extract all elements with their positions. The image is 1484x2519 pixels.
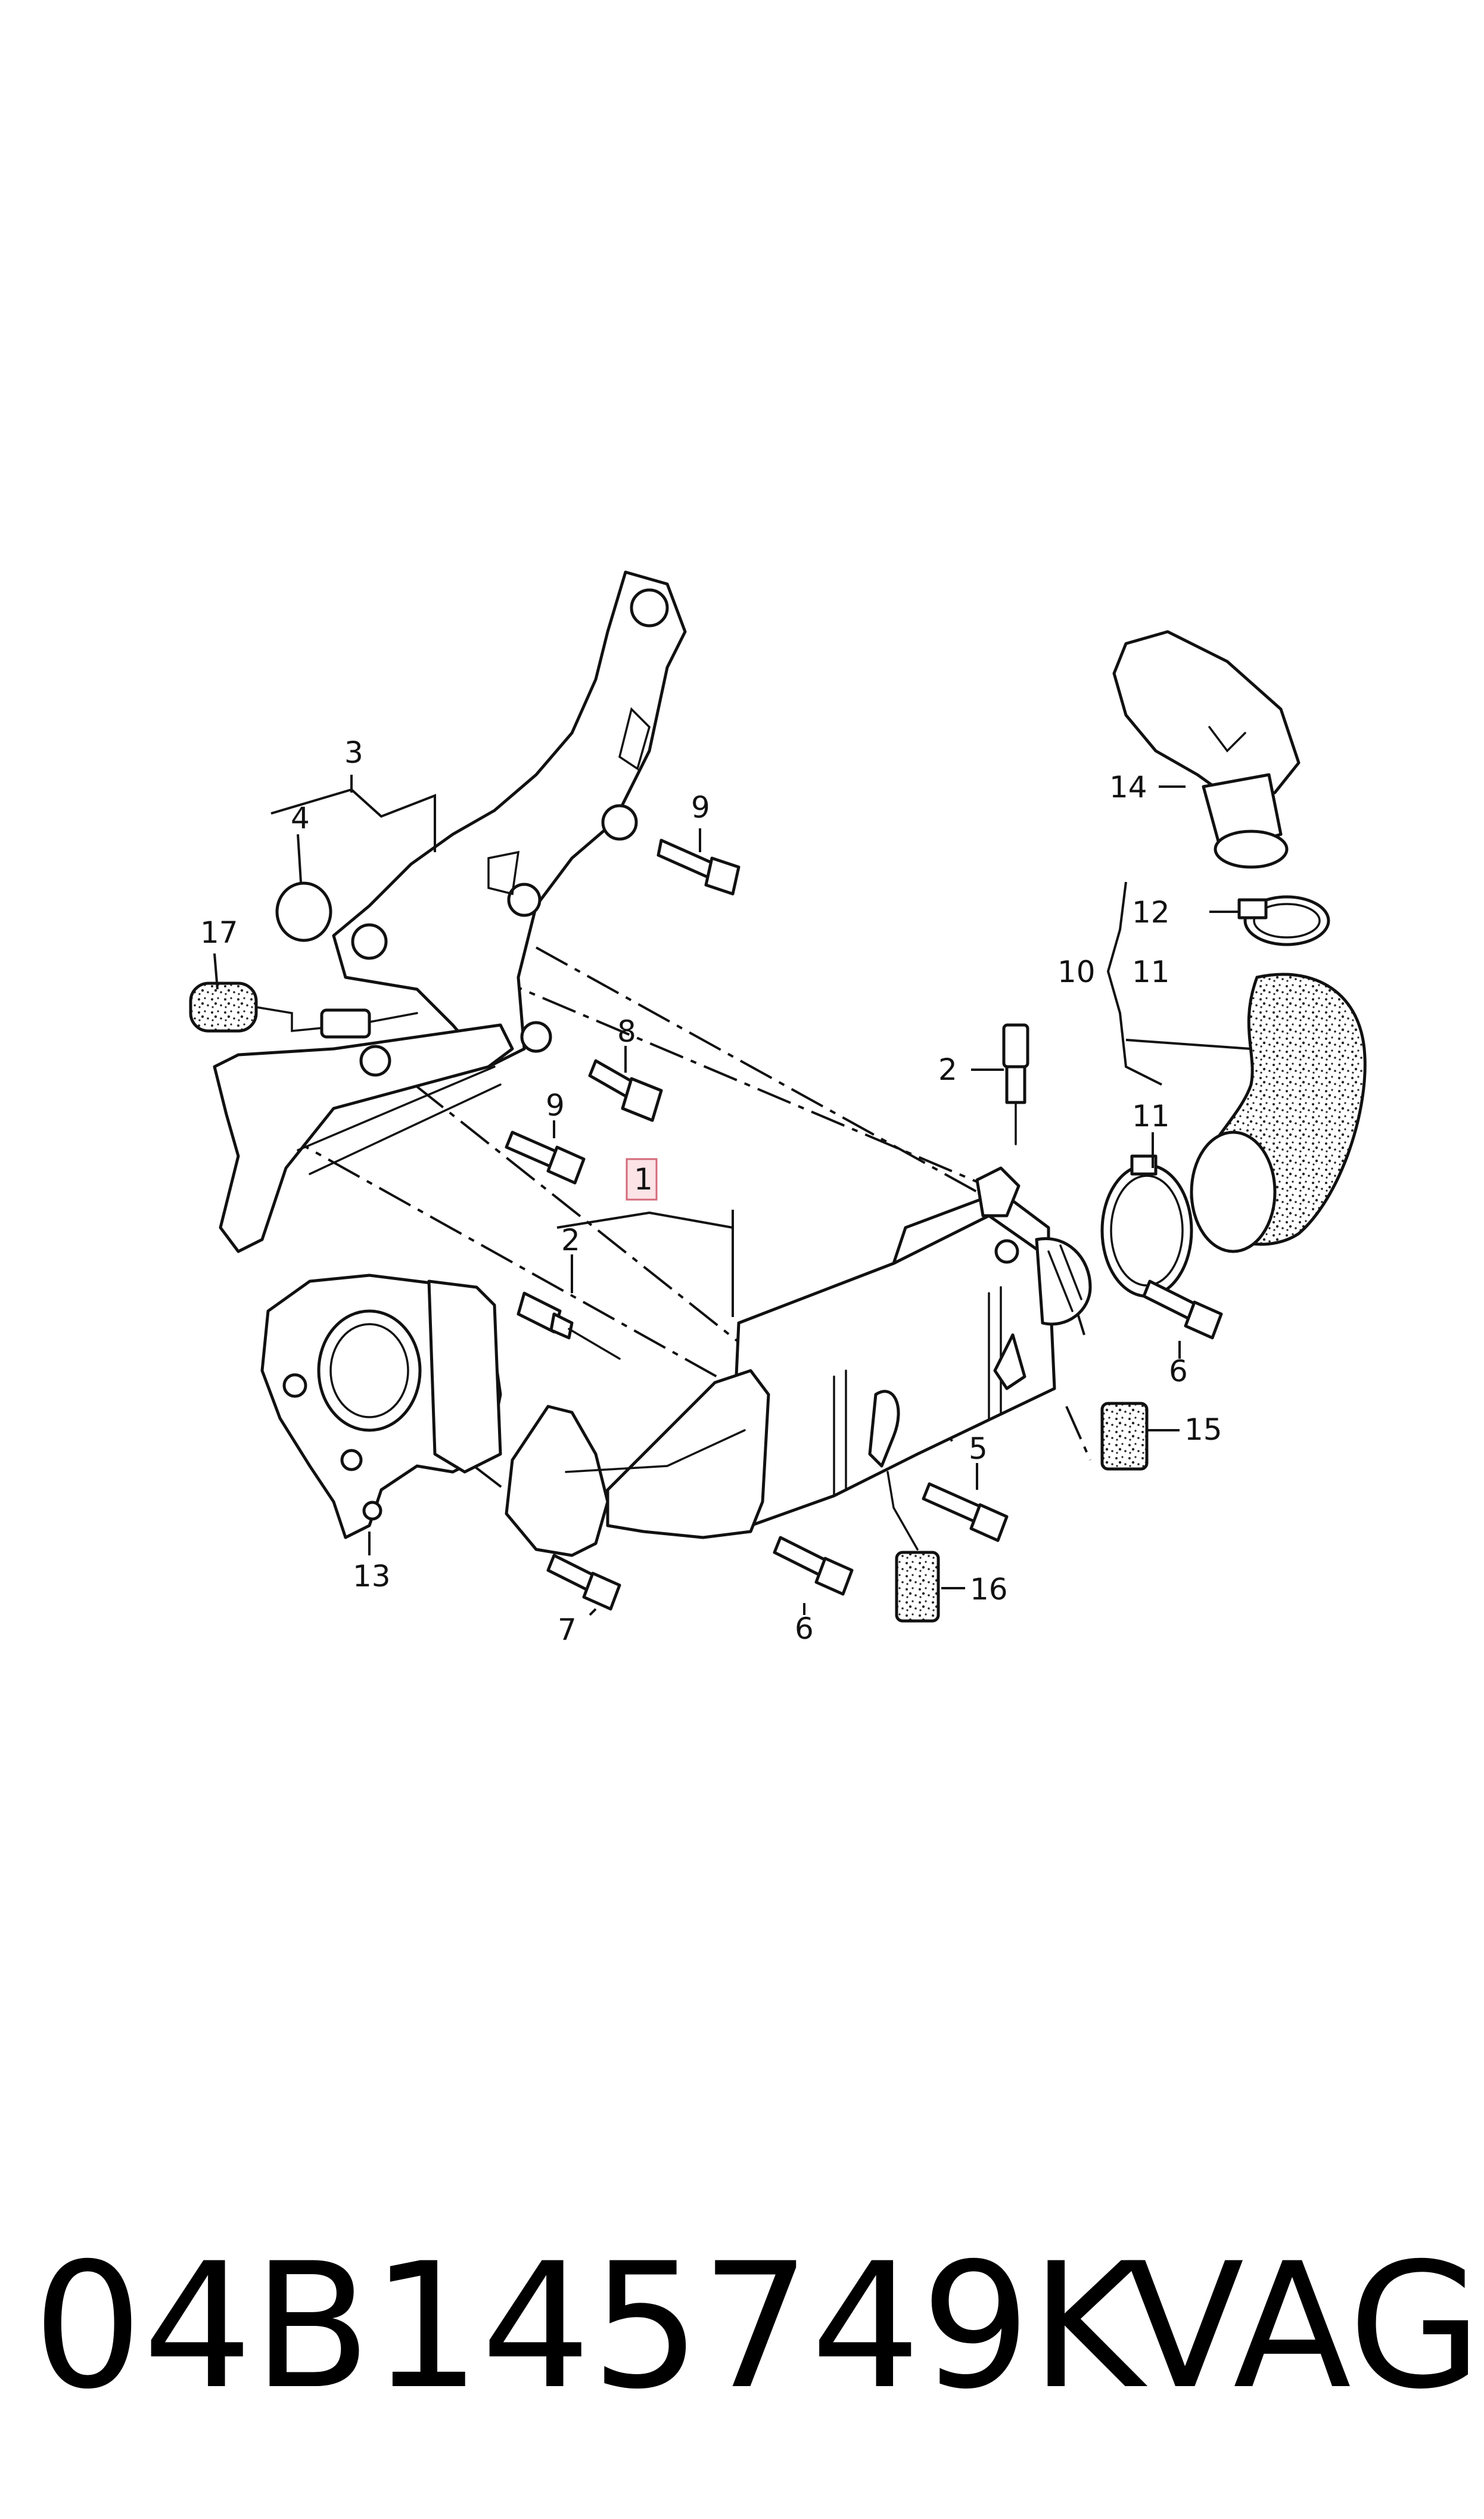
callout-3[interactable]: 3 — [344, 735, 363, 770]
mounting-bracket — [213, 570, 687, 1253]
callout-1[interactable]: 1 — [634, 1162, 653, 1197]
coolant-hose-15 — [1100, 1402, 1149, 1471]
bolt-7 — [546, 1554, 621, 1611]
bolt-8 — [588, 1059, 663, 1122]
callout-17[interactable]: 17 — [200, 915, 238, 950]
callout-2-lower[interactable]: 2 — [561, 1223, 580, 1257]
callout-7[interactable]: 7 — [558, 1613, 577, 1647]
callout-16[interactable]: 16 — [970, 1572, 1008, 1607]
callout-9-upper[interactable]: 9 — [691, 790, 710, 825]
bolt-9-lower — [505, 1130, 586, 1185]
hose-end — [1190, 1130, 1277, 1253]
callout-9-lower[interactable]: 9 — [546, 1088, 565, 1123]
intake-connection — [1112, 630, 1301, 869]
part-number-label: 04B145749K — [33, 2226, 1144, 2427]
leader-lines — [213, 775, 1252, 1616]
callout-4[interactable]: 4 — [291, 801, 310, 835]
callout-8[interactable]: 8 — [617, 1014, 636, 1049]
bolt-9-upper — [657, 838, 741, 896]
coolant-hose-16 — [895, 1551, 940, 1623]
callout-15[interactable]: 15 — [1184, 1412, 1222, 1447]
sensor-with-connector — [189, 981, 418, 1039]
hose-clamp-upper — [1237, 895, 1330, 946]
callout-14[interactable]: 14 — [1109, 770, 1147, 805]
callout-10[interactable]: 10 — [1057, 955, 1096, 989]
callout-13[interactable]: 13 — [353, 1559, 391, 1594]
callout-12[interactable]: 12 — [1132, 895, 1170, 930]
callout-6-lower[interactable]: 6 — [795, 1611, 814, 1646]
highlight-box — [626, 1158, 658, 1201]
callout-11-upper[interactable]: 11 — [1132, 955, 1170, 989]
callout-11-lower[interactable]: 11 — [1132, 1099, 1170, 1133]
charge-air-cooler — [505, 1166, 1092, 1557]
temperature-sensor-lower — [517, 1291, 621, 1360]
hose-clamp-lower — [1100, 1154, 1193, 1298]
temperature-sensor-upper — [1002, 1023, 1029, 1145]
o-ring — [275, 881, 332, 942]
bolt-6-right — [1142, 1279, 1223, 1340]
callout-6-right[interactable]: 6 — [1169, 1354, 1188, 1389]
brand-label: VAG — [1126, 2226, 1482, 2427]
callouts: 1 2 2 3 4 5 6 6 7 8 9 9 10 11 11 12 13 1… — [200, 735, 1222, 1647]
throttle-body — [260, 1274, 502, 1539]
callout-5[interactable]: 5 — [969, 1431, 988, 1466]
bolt-6-lower — [773, 1536, 854, 1596]
callout-2-upper[interactable]: 2 — [938, 1052, 957, 1087]
bolt-5 — [922, 1482, 1009, 1542]
